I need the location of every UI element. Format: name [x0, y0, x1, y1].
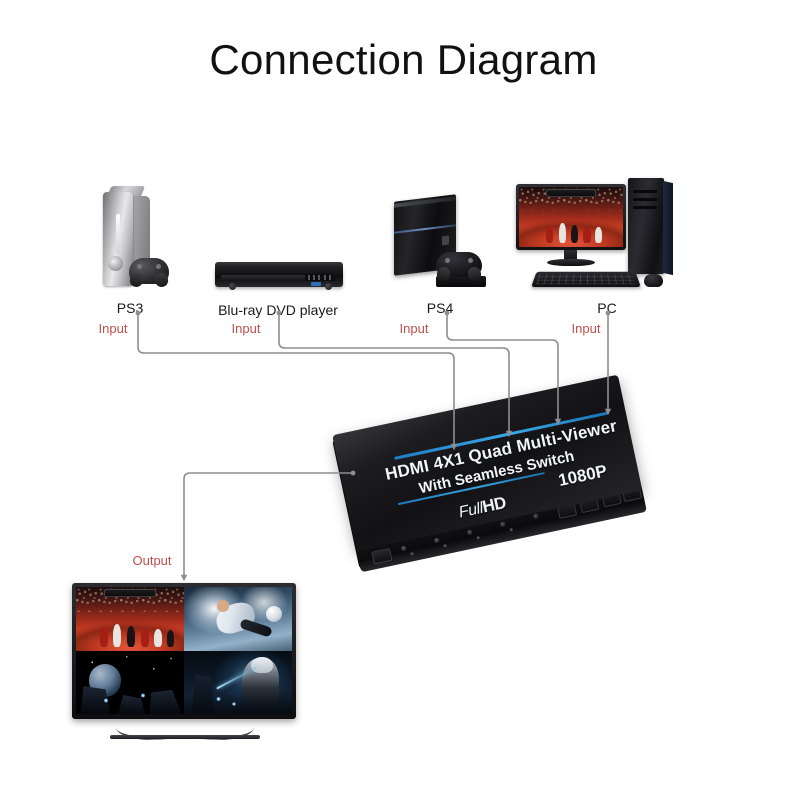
tv-quad-space	[76, 650, 184, 714]
hdmi-multiviewer-device: HDMI 4X1 Quad Multi-Viewer With Seamless…	[332, 374, 647, 610]
tv-quad-fantasy	[184, 650, 292, 714]
source-label-bluray: Blu-ray DVD player	[218, 302, 338, 318]
basketball-scene	[519, 187, 623, 247]
pc-computer-image	[516, 178, 676, 296]
source-label-ps4: PS4	[426, 300, 454, 316]
full-hd-suffix: HD	[480, 492, 508, 517]
ps4-base-bar	[436, 276, 486, 287]
ps3-console-image	[95, 186, 169, 290]
device-port	[371, 547, 393, 565]
ps4-logo	[442, 235, 449, 246]
input-label-bluray: Input	[231, 321, 261, 336]
pc-tower	[628, 178, 673, 276]
tv-stand-foot	[110, 735, 260, 739]
bluray-top	[215, 262, 343, 269]
ps3-disc-slot	[108, 256, 123, 271]
wire-device-to-tv	[180, 472, 353, 582]
full-hd-prefix: Full	[457, 499, 485, 522]
tv-bezel	[72, 583, 296, 719]
tv-quad-screen	[76, 587, 292, 714]
bluray-front-panel	[215, 268, 343, 290]
pc-monitor-base	[547, 259, 595, 266]
ps4-console-image	[392, 194, 488, 290]
pc-monitor-screen	[519, 187, 623, 247]
tv-quad-soccer	[184, 587, 292, 651]
input-label-ps4: Input	[399, 321, 429, 336]
full-hd-logo: FullHD	[457, 493, 508, 522]
tv-quad-basketball	[76, 587, 184, 651]
pc-keyboard	[531, 271, 641, 288]
bluray-disc-tray	[221, 275, 307, 281]
source-label-pc: PC	[597, 300, 617, 316]
pc-monitor-neck	[564, 250, 577, 261]
source-label-ps3: PS3	[116, 300, 144, 316]
pc-monitor	[516, 184, 626, 250]
ps4-controller	[436, 252, 482, 277]
input-label-pc: Input	[571, 321, 601, 336]
bluray-button	[325, 283, 332, 290]
page-title: Connection Diagram	[209, 36, 598, 83]
bluray-player-image	[215, 262, 343, 292]
ps3-controller	[129, 258, 169, 284]
bluray-button	[229, 283, 236, 290]
bluray-logo	[311, 282, 321, 286]
tv-display	[72, 583, 296, 746]
output-label: Output	[132, 553, 172, 568]
pc-mouse	[644, 274, 663, 287]
input-label-ps3: Input	[98, 321, 128, 336]
bluray-display	[305, 274, 335, 281]
